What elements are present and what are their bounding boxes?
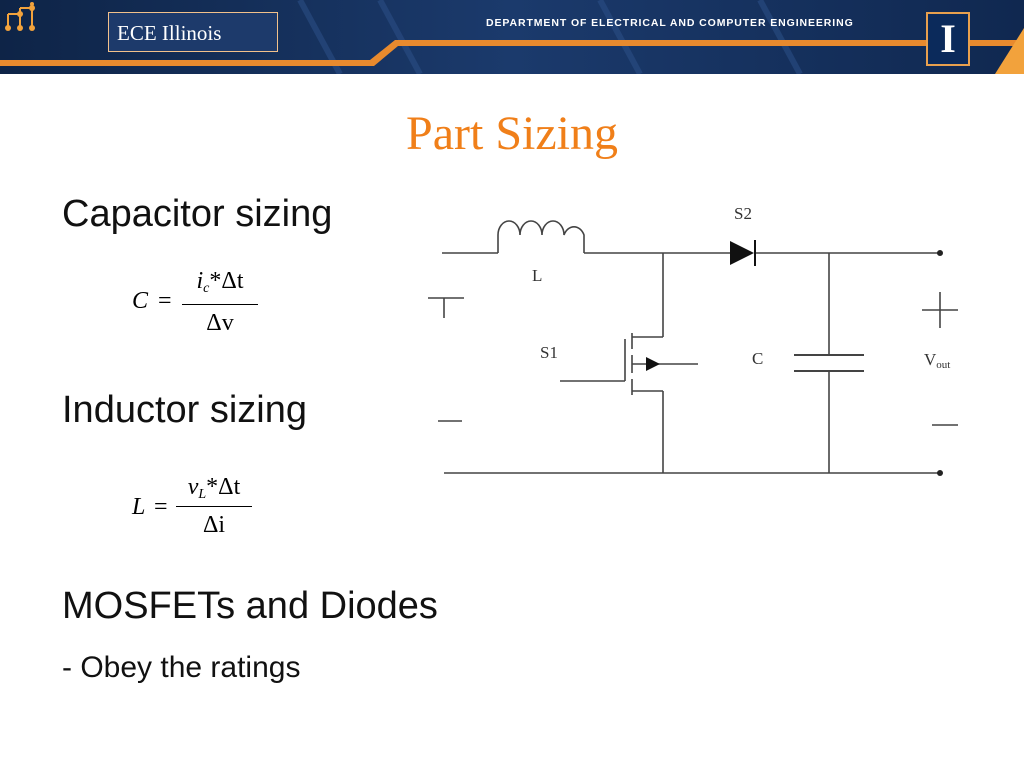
department-name: DEPARTMENT OF ELECTRICAL AND COMPUTER EN… (486, 17, 854, 29)
inductor-numerator-var: v (187, 474, 199, 500)
capacitor-numerator-rest: *Δt (209, 268, 244, 294)
vout-label: Vout (924, 350, 950, 371)
diode-label: S2 (734, 204, 752, 223)
vout-main: V (924, 350, 937, 369)
mosfets-diodes-note: - Obey the ratings (62, 651, 301, 684)
slide-title: Part Sizing (406, 107, 618, 160)
inductor-equation-numerator: vL*Δt (176, 474, 252, 503)
inductor-sizing-heading: Inductor sizing (62, 389, 308, 431)
output-bottom-terminal (937, 470, 943, 476)
capacitor-sizing-heading: Capacitor sizing (62, 193, 333, 235)
inductor-symbol (497, 220, 585, 253)
capacitor-equation-numerator: ic*Δt (182, 268, 258, 297)
capacitor-fraction-bar (182, 304, 258, 305)
capacitor-numerator-sub: c (203, 281, 210, 296)
header-banner: ECE Illinois DEPARTMENT OF ELECTRICAL AN… (0, 0, 1024, 74)
ece-illinois-logo: ECE Illinois (108, 12, 278, 52)
inductor-numerator-rest: *Δt (206, 474, 241, 500)
capacitor-label: C (752, 349, 763, 368)
capacitor-equation-denominator: Δv (206, 310, 234, 336)
inductor-equation-denominator: Δi (202, 512, 226, 538)
logo-text: ECE Illinois (117, 21, 222, 45)
output-top-terminal (937, 250, 943, 256)
capacitor-numerator-var: i (196, 268, 204, 294)
inductor-equation-equals: = (154, 494, 168, 520)
boost-converter-circuit: L S2 S1 C Vout (428, 204, 958, 476)
block-i-letter: I (940, 16, 956, 61)
diode-symbol (730, 241, 754, 265)
inductor-equation-lhs: L (132, 494, 146, 520)
inductor-fraction-bar (176, 506, 252, 507)
capacitor-equation-equals: = (158, 288, 172, 314)
capacitor-equation-lhs: C (132, 288, 149, 314)
capacitor-equation: C = ic*Δt Δv (132, 268, 272, 344)
mosfet-arrow (646, 357, 660, 371)
inductor-equation: L = vL*Δt Δi (132, 474, 272, 550)
mosfets-diodes-heading: MOSFETs and Diodes (62, 585, 438, 627)
inductor-numerator-sub: L (198, 487, 207, 502)
logo-circuit-icon (5, 2, 35, 31)
inductor-label: L (532, 266, 542, 285)
switch-label: S1 (540, 343, 558, 362)
vout-sub: out (936, 359, 950, 371)
block-i-logo: I (926, 12, 970, 66)
